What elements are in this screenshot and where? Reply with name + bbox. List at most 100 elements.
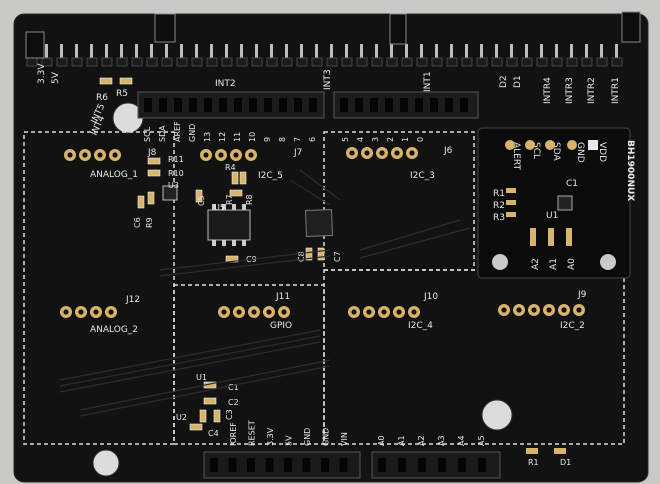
pad-hole [112,152,118,158]
pad-hole [221,309,227,315]
pin-base [41,57,53,67]
header-pin [570,44,573,64]
pad-hole [233,152,239,158]
female-hole [430,98,438,112]
header-pin [270,44,273,64]
pin-base [401,57,413,67]
header-pin [510,44,513,64]
module-r2: R2 [493,201,505,211]
ic-leg [232,204,236,210]
jumper [154,13,176,43]
female-hole [159,98,167,112]
header-pin [495,44,498,64]
pad-hole [531,307,537,313]
pad-hole [281,309,287,315]
header-pin [135,44,138,64]
pin-base [116,57,128,67]
header-pin [420,44,423,64]
pin-row-label: 7 [293,137,302,142]
bottom-pin-label: A4 [457,435,466,446]
female-hole [189,98,197,112]
pin-base [266,57,278,67]
bottom-header-holes [210,458,486,472]
label-c7: C7 [333,251,342,262]
ic-leg [232,240,236,246]
label-u5: U5 [214,203,225,212]
pad-hole [501,307,507,313]
pin-base [431,57,443,67]
label-3v3: 3.3V [37,63,47,84]
pad-hole [516,307,522,313]
pin-base [356,57,368,67]
pin-base [491,57,503,67]
pin-row-label: 2 [386,137,395,142]
module-pin-vdd: VDD [597,142,607,162]
connector-name: GPIO [270,321,292,331]
mounting-hole [481,399,513,431]
pad-hole [93,309,99,315]
pin-base [371,57,383,67]
connector-ref: J12 [125,295,140,305]
label-intr1: INTR1 [611,77,621,104]
connector-j7: J7 I2C_5 [200,148,302,181]
female-hole [458,458,466,472]
pin-base [476,57,488,67]
jumper [389,13,407,45]
female-hole [264,98,272,112]
module-name: BH1900NUX [625,140,635,201]
pin-base [581,57,593,67]
label-c4: C4 [208,429,219,438]
pad-hole [108,309,114,315]
label-r10: R10 [168,169,184,178]
label-r6: R6 [96,93,108,103]
pin-row-label: 13 [203,132,212,142]
pin-row-label: 5 [341,137,350,142]
header-pin [450,44,453,64]
smd-component [147,191,155,205]
header-pin [615,44,618,64]
label-u1: U1 [196,373,207,382]
label-r4: R4 [225,163,236,172]
pin-base [326,57,338,67]
smd-component [213,409,221,423]
smd-component [195,189,203,203]
pad-hole [546,307,552,313]
label-r9: R9 [145,217,154,228]
female-hole [284,458,292,472]
module-a2: A2 [531,258,541,270]
pad-hole [396,309,402,315]
pin-row-label: 9 [263,137,272,142]
jumper [25,31,45,59]
pin-base [566,57,578,67]
female-hole [400,98,408,112]
pin-base [536,57,548,67]
female-hole [265,458,274,472]
pin-base [86,57,98,67]
pin-row-label: 10 [248,132,257,142]
pad-hole [379,150,385,156]
module-r1: R1 [493,189,505,199]
label-intr2: INTR2 [587,77,597,104]
header-pin [195,44,198,64]
female-hole [355,98,363,112]
pad-hole [394,150,400,156]
module-pin-alert: ALERT [511,142,521,170]
label-intr3: INTR3 [565,77,575,104]
pad-hole [266,309,272,315]
module-pin-gnd: GND [575,142,585,163]
pin-row-label: 0 [416,137,425,142]
pin-row-label: 4 [356,137,365,142]
pad-hole [78,309,84,315]
header-pin [540,44,543,64]
label-5v: 5V [51,71,61,84]
header-pin [105,44,108,64]
pad-hole [381,309,387,315]
module-pads [505,140,598,246]
pin-base [461,57,473,67]
pad-hole [218,152,224,158]
pad-hole [82,152,88,158]
female-hole [210,458,218,472]
smd-component [239,171,247,185]
header-pin [315,44,318,64]
smd-component [147,169,161,177]
